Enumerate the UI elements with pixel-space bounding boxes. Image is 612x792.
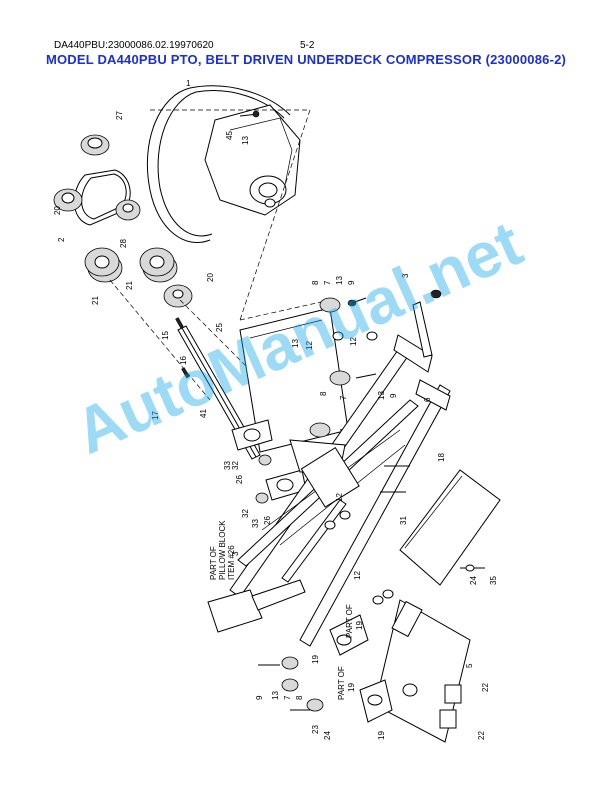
- pulley-27: [80, 134, 110, 156]
- callout-45: 45: [225, 131, 234, 140]
- callout-24-lower: 24: [323, 731, 332, 740]
- callout-24-right: 24: [469, 576, 478, 585]
- callout-33-lower: 33: [251, 519, 260, 528]
- callout-9-lower: 9: [255, 695, 264, 700]
- part-of-note-a-num: 19: [355, 621, 364, 630]
- callout-3-upper: 3: [401, 273, 410, 278]
- callout-7-mid: 7: [339, 395, 348, 400]
- callout-13-mid: 13: [377, 391, 386, 400]
- compressor-body: [204, 104, 301, 216]
- callout-6: 6: [423, 397, 432, 402]
- pillow-block-upper: [231, 419, 273, 466]
- callout-8-upper: 8: [311, 280, 320, 285]
- callout-28: 28: [119, 239, 128, 248]
- callout-26-upper: 26: [235, 475, 244, 484]
- double-pulley-21-left: [84, 247, 123, 283]
- callout-41: 41: [199, 409, 208, 418]
- pillow-note-line1: PART OF: [209, 546, 218, 580]
- callout-13-upper: 13: [335, 276, 344, 285]
- callout-27: 27: [115, 111, 124, 120]
- callout-35: 35: [489, 576, 498, 585]
- callout-9-mid: 9: [389, 393, 398, 398]
- lower-plate-5: [258, 599, 471, 743]
- callout-22-upper: 22: [481, 683, 490, 692]
- callout-8-mid: 8: [319, 391, 328, 396]
- callout-12-lower: 12: [353, 571, 362, 580]
- part-of-note-b-num: 19: [347, 683, 356, 692]
- callout-13: 13: [241, 136, 250, 145]
- compressor-assembly: [146, 85, 301, 244]
- callout-21-left: 21: [91, 296, 100, 305]
- callout-2: 2: [57, 237, 66, 242]
- callout-16: 16: [179, 356, 188, 365]
- main-frame: [207, 289, 451, 647]
- callout-19-a: 19: [311, 655, 320, 664]
- callout-7-lower: 7: [283, 695, 292, 700]
- callout-26-lower: 26: [263, 516, 272, 525]
- callout-31: 31: [399, 516, 408, 525]
- page-title: MODEL DA440PBU PTO, BELT DRIVEN UNDERDEC…: [45, 52, 567, 67]
- callout-13-lower: 13: [271, 691, 280, 700]
- callout-19-b: 19: [377, 731, 386, 740]
- hub-20-right: [163, 284, 193, 308]
- callout-5: 5: [465, 663, 474, 668]
- callout-23: 23: [311, 725, 320, 734]
- callout-12-upper: 12: [305, 341, 314, 350]
- callout-32-upper: 32: [231, 461, 240, 470]
- callout-20-right: 20: [206, 273, 215, 282]
- callout-21-right: 21: [125, 281, 134, 290]
- callout-17: 17: [151, 411, 160, 420]
- callout-12-right: 12: [349, 337, 358, 346]
- callout-13-plate: 13: [291, 339, 300, 348]
- callout-15: 15: [161, 331, 170, 340]
- callout-32-lower: 32: [241, 509, 250, 518]
- callout-8-lower: 8: [295, 695, 304, 700]
- cover-18: [399, 469, 501, 586]
- callout-25: 25: [215, 323, 224, 332]
- document-code: DA440PBU:23000086.02.19970620: [54, 40, 214, 51]
- callout-18: 18: [437, 453, 446, 462]
- page-number: 5-2: [300, 40, 315, 51]
- callout-22-lower: 22: [477, 731, 486, 740]
- pillow-note-line2: PILLOW BLOCK: [218, 520, 227, 580]
- callout-9-upper: 9: [347, 280, 356, 285]
- part-of-note-b: PART OF: [337, 666, 346, 700]
- callout-20-left: 20: [53, 206, 62, 215]
- callout-12-frame: 12: [335, 493, 344, 502]
- pillow-note-line3: ITEM #26: [227, 545, 236, 580]
- callout-33-upper: 33: [223, 461, 232, 470]
- belt: [146, 87, 211, 244]
- callout-labels: 1 45 13 27 20 2 28 21 21 20 15 25 16 17 …: [53, 79, 498, 740]
- pulley-28: [115, 199, 141, 221]
- pillow-block-lower: [255, 469, 307, 504]
- callout-1: 1: [186, 79, 191, 88]
- double-pulley-21-right: [139, 247, 178, 283]
- part-of-note-a: PART OF: [345, 604, 354, 638]
- callout-3-lower: 3: [231, 551, 240, 556]
- pulley-20-left: [53, 188, 83, 212]
- callout-7-upper: 7: [323, 280, 332, 285]
